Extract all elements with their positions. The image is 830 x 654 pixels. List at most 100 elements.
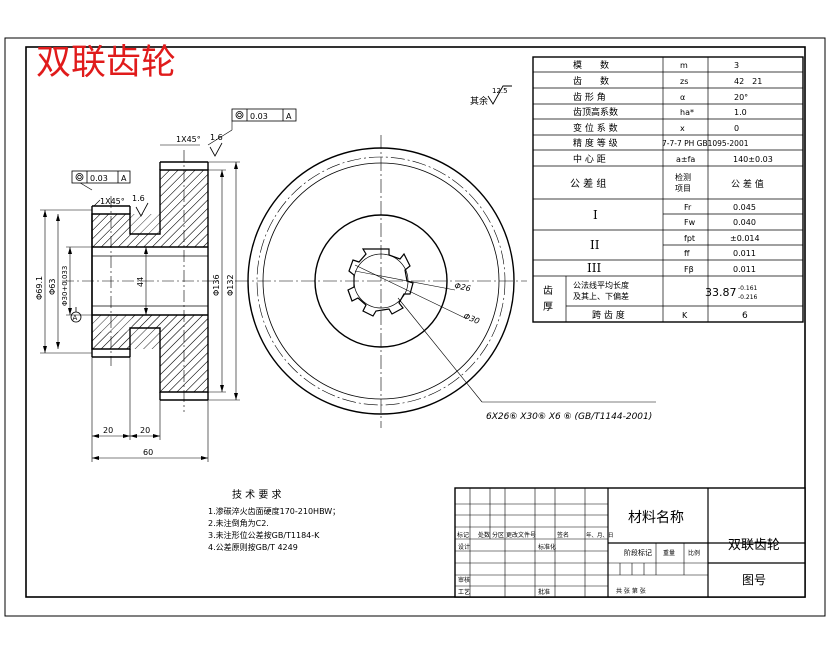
svg-text:共 张 第 张: 共 张 第 张 (616, 587, 646, 595)
svg-text:20°: 20° (734, 93, 748, 102)
technical-requirements: 技 术 要 求 1.渗碳淬火齿面硬度170-210HBW； 2.未注倒角为C2.… (208, 488, 340, 552)
svg-text:及其上、下偏差: 及其上、下偏差 (573, 291, 629, 301)
svg-text:工艺: 工艺 (458, 588, 470, 596)
svg-text:ff: ff (684, 249, 690, 258)
svg-text:20: 20 (103, 426, 113, 435)
svg-text:-0.161: -0.161 (738, 285, 758, 292)
svg-text:1X45°: 1X45° (176, 135, 201, 144)
svg-text:A: A (121, 174, 127, 183)
datum-symbol: A (70, 307, 82, 323)
svg-text:6: 6 (742, 311, 748, 321)
gear-params-table: 模 数 m 3 齿 数 zs 42 21 齿 形 角 α 20° 齿顶高系数 h… (532, 56, 804, 323)
svg-text:模 数: 模 数 (573, 59, 609, 71)
svg-text:Φ63: Φ63 (48, 279, 57, 295)
svg-text:3.未注形位公差按GB/T1184-K: 3.未注形位公差按GB/T1184-K (208, 530, 320, 540)
svg-text:设计: 设计 (458, 543, 470, 551)
drawing-title: 双联齿轮 (36, 43, 176, 83)
svg-text:0.045: 0.045 (733, 203, 756, 212)
svg-text:Φ69.1: Φ69.1 (35, 276, 44, 300)
svg-text:齿: 齿 (543, 285, 553, 297)
svg-text:审核: 审核 (458, 576, 470, 584)
svg-text:A: A (286, 112, 292, 121)
svg-text:4.公差原则按GB/T 4249: 4.公差原则按GB/T 4249 (208, 542, 298, 552)
svg-text:0.011: 0.011 (733, 249, 756, 258)
svg-text:批准: 批准 (538, 588, 550, 596)
svg-text:跨 齿 度: 跨 齿 度 (592, 309, 625, 321)
front-view (235, 135, 656, 428)
svg-text:Φ30+0.033: Φ30+0.033 (61, 266, 69, 306)
svg-text:重量: 重量 (663, 549, 675, 557)
svg-text:Fβ: Fβ (684, 265, 694, 274)
svg-text:精 度 等 级: 精 度 等 级 (573, 137, 618, 149)
svg-text:Φ30: Φ30 (462, 312, 481, 327)
outer-frame (4, 37, 826, 617)
svg-text:项目: 项目 (675, 184, 691, 193)
svg-text:1.0: 1.0 (734, 108, 747, 117)
dimension-arrows (43, 162, 238, 460)
svg-text:检测: 检测 (675, 172, 691, 182)
svg-text:x: x (680, 124, 685, 133)
svg-text:6X26⑥ X30⑥ X6 ⑥ (GB/T1144-2001: 6X26⑥ X30⑥ X6 ⑥ (GB/T1144-2001) (486, 412, 652, 422)
inner-frame (25, 46, 806, 598)
svg-text:处数: 处数 (478, 531, 490, 539)
svg-text:a±fa: a±fa (676, 155, 695, 164)
svg-text:公法线平均长度: 公法线平均长度 (573, 280, 629, 290)
svg-text:III: III (587, 261, 601, 275)
svg-text:±0.014: ±0.014 (730, 234, 760, 243)
svg-text:140±0.03: 140±0.03 (733, 155, 773, 164)
svg-text:zs: zs (680, 77, 688, 86)
svg-text:Fr: Fr (684, 203, 692, 212)
svg-text:1X45°: 1X45° (100, 197, 125, 206)
runout-frame-left: 0.03 A (71, 170, 131, 184)
svg-text:A: A (73, 314, 78, 322)
svg-text:比例: 比例 (688, 549, 700, 557)
svg-text:1.渗碳淬火齿面硬度170-210HBW；: 1.渗碳淬火齿面硬度170-210HBW； (208, 506, 340, 516)
svg-text:ha*: ha* (680, 108, 694, 117)
svg-text:20: 20 (140, 426, 150, 435)
runout-frame-top: 0.03 A (231, 108, 297, 122)
svg-text:齿 数: 齿 数 (573, 75, 609, 87)
svg-text:Φ136: Φ136 (212, 274, 221, 296)
svg-text:标准化: 标准化 (538, 543, 556, 551)
svg-text:m: m (680, 61, 688, 70)
svg-text:2.未注倒角为C2.: 2.未注倒角为C2. (208, 518, 269, 528)
svg-text:年、月、日: 年、月、日 (586, 531, 614, 539)
svg-text:1.6: 1.6 (132, 194, 145, 203)
svg-text:0.011: 0.011 (733, 265, 756, 274)
svg-text:12.5: 12.5 (492, 87, 508, 95)
svg-text:Φ26: Φ26 (454, 281, 472, 293)
svg-text:齿 形 角: 齿 形 角 (573, 91, 606, 103)
title-block: 材料名称 双联齿轮 图号 标记 处数 分区 更改文件号 签名 年、月、日 设计 … (454, 487, 806, 598)
svg-text:42 21: 42 21 (734, 77, 762, 86)
svg-text:α: α (680, 93, 685, 102)
svg-text:0.03: 0.03 (250, 112, 268, 121)
svg-text:分区: 分区 (492, 531, 504, 539)
svg-text:齿顶高系数: 齿顶高系数 (573, 106, 618, 118)
svg-text:双联齿轮: 双联齿轮 (728, 538, 780, 553)
svg-text:3: 3 (734, 61, 739, 70)
section-dimension-text: 1X45° 1.6 1X45° 1.6 Φ69.1 Φ63 Φ30+0.033 … (35, 133, 235, 457)
svg-text:标记: 标记 (457, 531, 469, 539)
svg-text:变 位 系 数: 变 位 系 数 (573, 122, 618, 134)
svg-text:60: 60 (143, 448, 153, 457)
svg-text:材料名称: 材料名称 (628, 510, 684, 526)
svg-text:1.6: 1.6 (210, 133, 223, 142)
svg-text:技 术 要 求: 技 术 要 求 (232, 488, 282, 501)
svg-text:33.87: 33.87 (705, 286, 737, 299)
svg-text:II: II (590, 238, 600, 252)
svg-text:中 心 距: 中 心 距 (573, 153, 606, 165)
roughness-symbol-general: 其余 12.5 (470, 85, 512, 107)
svg-text:fpt: fpt (684, 234, 695, 243)
svg-text:其余: 其余 (470, 95, 488, 107)
svg-text:K: K (682, 311, 688, 320)
svg-text:0.03: 0.03 (90, 174, 108, 183)
svg-text:厚: 厚 (543, 301, 553, 313)
svg-text:阶段标记: 阶段标记 (624, 548, 652, 557)
svg-text:44: 44 (136, 277, 145, 287)
svg-text:7-7-7 PH GB1095-2001: 7-7-7 PH GB1095-2001 (662, 139, 749, 148)
svg-text:更改文件号: 更改文件号 (506, 531, 536, 539)
svg-text:图号: 图号 (742, 573, 766, 587)
svg-text:公 差 值: 公 差 值 (731, 178, 764, 190)
svg-text:0.040: 0.040 (733, 218, 756, 227)
